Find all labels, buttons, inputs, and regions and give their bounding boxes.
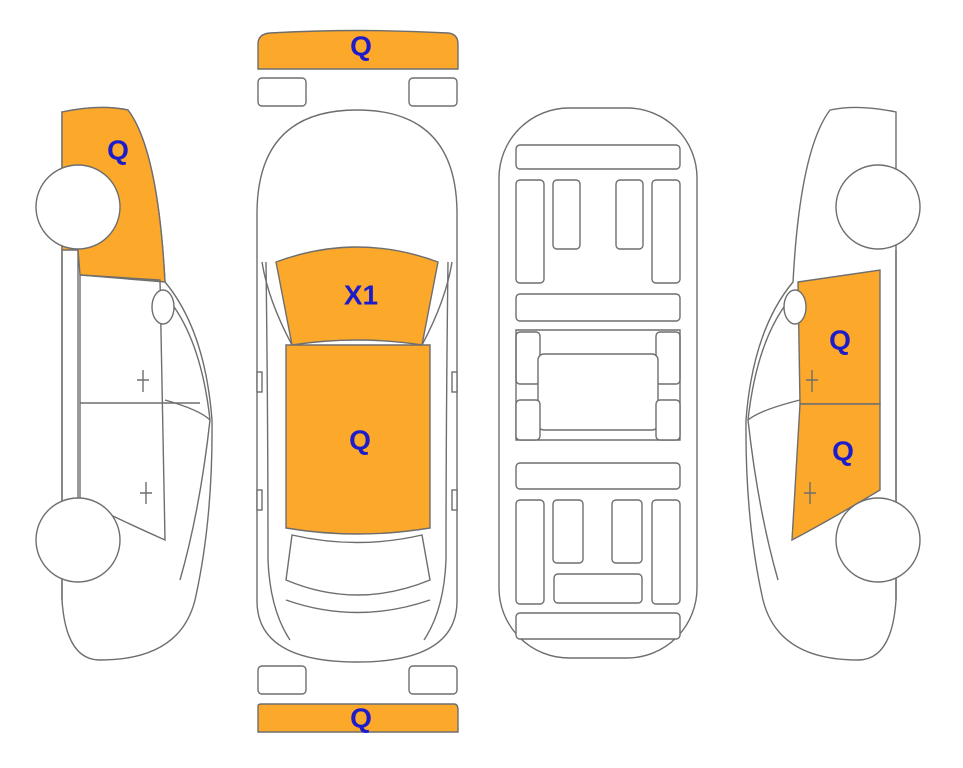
- left-front-handle: [137, 370, 149, 392]
- car-right-side-view: [745, 106, 921, 661]
- left-mirror: [151, 289, 175, 325]
- roof-label: Q: [349, 425, 371, 456]
- front-bumper-label: Q: [350, 31, 372, 62]
- right-pillar: [421, 261, 453, 346]
- front-seat-right-inner: [615, 179, 644, 250]
- left-mirror: [256, 371, 263, 393]
- front-crossbar: [515, 293, 681, 322]
- left-rear-handle: [140, 482, 152, 504]
- car-top-view: [256, 29, 459, 733]
- right-front-wheel: [835, 164, 921, 250]
- rear-left-light: [257, 665, 307, 695]
- floor-right-top: [655, 331, 681, 385]
- rear-bumper-panel[interactable]: [257, 703, 459, 733]
- trunk-line: [285, 599, 431, 614]
- right-front-handle: [806, 370, 818, 392]
- damage-labels: Q Q X1 Q Q Q Q: [107, 31, 854, 734]
- car-interior-view: [498, 107, 698, 659]
- right-mirror: [783, 289, 807, 325]
- rear-right-light: [408, 665, 458, 695]
- roof-panel[interactable]: [285, 344, 431, 535]
- front-right-light: [408, 77, 458, 107]
- rear-seat-right-inner: [611, 499, 643, 564]
- left-rear-handle: [256, 489, 263, 511]
- front-seat-left-outer: [515, 179, 545, 284]
- front-left-light: [257, 77, 307, 107]
- hood-panel[interactable]: [275, 246, 439, 346]
- floor-left-bottom: [515, 399, 541, 441]
- floor-left-top: [515, 331, 541, 385]
- right-mirror: [451, 371, 458, 393]
- dash-panel: [515, 144, 681, 170]
- rear-bench: [553, 573, 643, 604]
- car-left-side-view: [35, 106, 213, 661]
- left-pillar: [261, 261, 293, 346]
- front-bumper-panel[interactable]: [257, 29, 459, 70]
- rear-seat-left-inner: [552, 499, 584, 564]
- trunk-floor: [515, 612, 681, 640]
- left-a-pillar: [164, 399, 211, 421]
- left-front-fender-label: Q: [107, 135, 129, 166]
- rear-window: [285, 534, 431, 596]
- right-rear-handle: [804, 482, 816, 504]
- left-side-line: [265, 261, 291, 641]
- left-front-wheel: [35, 164, 121, 250]
- front-seat-right-outer: [651, 179, 681, 284]
- right-rear-handle: [451, 489, 458, 511]
- hood-label: X1: [344, 280, 378, 311]
- rear-seat-right-outer: [651, 499, 681, 605]
- right-rear-door-panel[interactable]: [791, 403, 881, 542]
- right-front-door-label: Q: [829, 325, 851, 356]
- left-rear-wheel: [35, 497, 121, 583]
- right-a-pillar: [747, 399, 801, 421]
- rear-seat-left-outer: [515, 499, 545, 605]
- right-side-line: [423, 261, 449, 641]
- right-rear-wheel: [835, 497, 921, 583]
- front-seat-left-inner: [552, 179, 581, 250]
- right-rear-door-label: Q: [832, 436, 854, 467]
- rear-bumper-label: Q: [350, 703, 372, 734]
- floor-right-bottom: [655, 399, 681, 441]
- center-console: [537, 353, 659, 431]
- rear-crossbar: [515, 462, 681, 490]
